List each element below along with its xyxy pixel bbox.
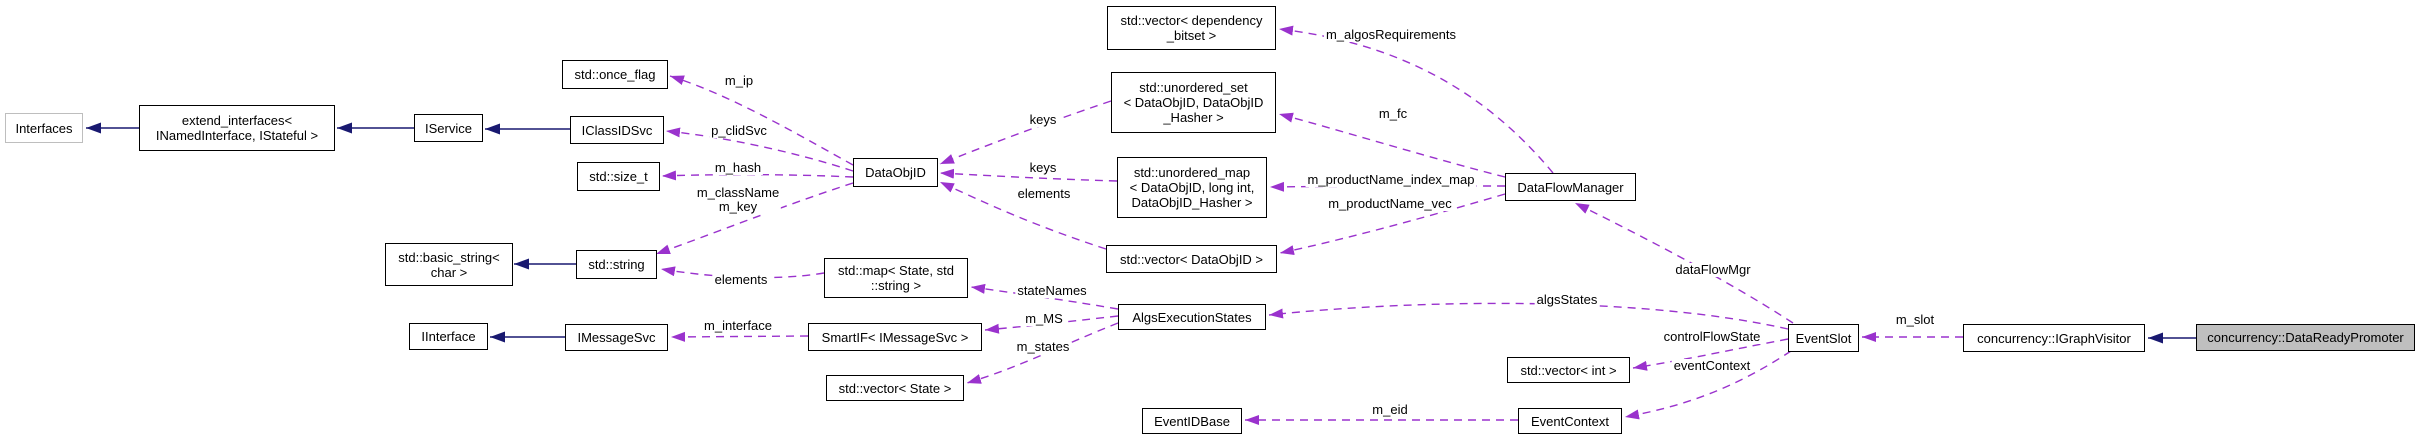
node-iclassidsvc[interactable]: IClassIDSvc — [570, 116, 664, 144]
node-concurrency-datareadypromoter[interactable]: concurrency::DataReadyPromoter — [2196, 324, 2415, 351]
edge-label-m_slot: m_slot — [1893, 312, 1937, 327]
node-std-vector-dependency-bitset[interactable]: std::vector< dependency _bitset > — [1107, 6, 1276, 50]
edge-eventslot-to-std-vector-int — [1632, 338, 1789, 371]
edge-label-stateNames: stateNames — [1015, 283, 1089, 298]
node-std-unordered-set[interactable]: std::unordered_set < DataObjID, DataObjI… — [1111, 72, 1276, 133]
node-smartif-imessagesvc[interactable]: SmartIF< IMessageSvc > — [808, 323, 982, 351]
edge-label-p_clidSvc: p_clidSvc — [709, 123, 769, 138]
edge-dataobjid-to-std-string — [655, 182, 854, 255]
edge-std-vector-dataobjid-to-dataobjid — [939, 181, 1107, 250]
edge-eventslot-to-algsexecutionstates — [1268, 302, 1789, 330]
edge-eventslot-to-eventcontext — [1624, 350, 1792, 420]
node-std-string[interactable]: std::string — [576, 250, 657, 279]
edge-label-m_fc: m_fc — [1376, 106, 1410, 121]
edge-dataobjid-to-iclassidsvc — [665, 127, 854, 172]
node-iinterface[interactable]: IInterface — [409, 323, 488, 350]
edge-label-eventContext: eventContext — [1671, 358, 1753, 373]
edge-dataobjid-to-std-once-flag — [669, 75, 854, 166]
edge-std-map-state-to-std-string — [660, 266, 825, 279]
node-iservice[interactable]: IService — [414, 114, 483, 142]
node-eventcontext[interactable]: EventContext — [1518, 408, 1622, 434]
edge-label-keys: keys — [1027, 112, 1059, 127]
edge-label-m_algosRequirements: m_algosRequirements — [1323, 27, 1459, 42]
edge-label-m_productName_vec: m_productName_vec — [1326, 196, 1454, 211]
edge-label-m_ip: m_ip — [722, 73, 756, 88]
node-std-size-t[interactable]: std::size_t — [577, 162, 660, 191]
edge-label-algsStates: algsStates — [1534, 292, 1600, 307]
edge-label-elements: elements — [712, 272, 770, 287]
node-concurrency-igraphvisitor[interactable]: concurrency::IGraphVisitor — [1963, 324, 2145, 352]
edge-std-unordered-set-to-dataobjid — [939, 100, 1112, 165]
edge-label-elements: elements — [1015, 186, 1073, 201]
edge-label-keys: keys — [1027, 160, 1059, 175]
node-std-vector-state[interactable]: std::vector< State > — [826, 375, 964, 401]
edge-smartif-imessagesvc-to-imessagesvc — [670, 331, 809, 342]
edge-dataflowmanager-to-std-vector-dataobjid — [1279, 193, 1506, 255]
node-interfaces[interactable]: Interfaces — [5, 113, 83, 143]
node-imessagesvc[interactable]: IMessageSvc — [565, 324, 668, 351]
edge-label-m_interface: m_interface — [702, 318, 774, 333]
edge-algsexecutionstates-to-smartif-imessagesvc — [984, 315, 1119, 334]
node-eventidbase[interactable]: EventIDBase — [1142, 408, 1242, 434]
node-std-vector-int[interactable]: std::vector< int > — [1507, 357, 1630, 383]
edge-eventslot-to-dataflowmanager — [1574, 202, 1794, 324]
edge-label-m_eid: m_eid — [1370, 402, 1410, 417]
edge-dataflowmanager-to-std-vector-dependency-bitset — [1278, 25, 1554, 174]
edge-label-m_productName_index_map: m_productName_index_map — [1305, 172, 1477, 187]
node-std-vector-dataobjid[interactable]: std::vector< DataObjID > — [1106, 245, 1277, 273]
edge-label-m_MS: m_MS — [1023, 311, 1065, 326]
node-std-basic-string[interactable]: std::basic_string< char > — [385, 243, 513, 286]
edge-dataflowmanager-to-std-unordered-set — [1278, 112, 1506, 178]
edge-std-unordered-map-to-dataobjid — [939, 168, 1118, 182]
node-dataobjid[interactable]: DataObjID — [853, 158, 938, 187]
node-eventslot[interactable]: EventSlot — [1788, 324, 1859, 352]
edge-label-m_className-m_key: m_className m_key — [694, 185, 782, 214]
edge-label-controlFlowState: controlFlowState — [1661, 329, 1763, 344]
edge-label-dataFlowMgr: dataFlowMgr — [1673, 262, 1753, 277]
edge-label-m_hash: m_hash — [712, 160, 764, 175]
node-std-once-flag[interactable]: std::once_flag — [562, 60, 668, 89]
node-std-unordered-map[interactable]: std::unordered_map < DataObjID, long int… — [1117, 157, 1267, 218]
node-extend-interfaces[interactable]: extend_interfaces< INamedInterface, ISta… — [139, 105, 335, 151]
edge-algsexecutionstates-to-std-vector-state — [966, 322, 1119, 384]
node-algsexecutionstates[interactable]: AlgsExecutionStates — [1118, 304, 1266, 330]
node-std-map-state[interactable]: std::map< State, std ::string > — [824, 258, 968, 298]
edge-label-m_states: m_states — [1014, 339, 1072, 354]
node-dataflowmanager[interactable]: DataFlowManager — [1505, 173, 1636, 201]
